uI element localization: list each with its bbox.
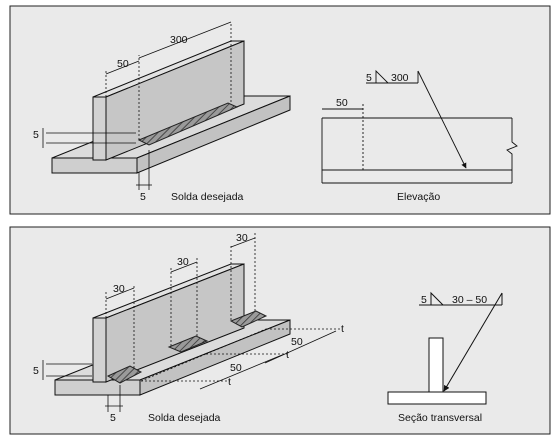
weld-segment-3 <box>229 310 268 328</box>
web-plate-side <box>105 40 245 161</box>
pitch-t2-label: t <box>286 349 289 361</box>
pitch-t1-label: t <box>341 323 344 335</box>
top-dimensions <box>42 21 232 190</box>
dim-length-label: 300 <box>170 34 188 46</box>
web-plate-front-b <box>92 317 107 383</box>
symbol-size-top: 5 <box>366 72 372 84</box>
weld-segment-1 <box>106 365 143 384</box>
section-web <box>428 337 444 393</box>
section-base <box>387 391 487 405</box>
caption-elevation: Elevação <box>397 191 440 203</box>
dim-seg2-label: 30 <box>177 256 189 268</box>
dim-seg1-label: 30 <box>113 283 125 295</box>
bottom-dimensions <box>42 232 342 412</box>
dim-size-left-label: 5 <box>33 129 39 141</box>
elevation-view <box>321 69 518 184</box>
caption-section: Seção transversal <box>398 412 482 424</box>
dim-pitch1-label: 50 <box>230 362 242 374</box>
symbol-length-top: 300 <box>391 72 409 84</box>
panel-bottom: 30 30 30 50 50 t t t 5 5 Solda desejada … <box>9 226 551 435</box>
base-plate-side <box>136 95 291 174</box>
dim-seg3-label: 30 <box>236 232 248 244</box>
weld-segment-2 <box>167 335 209 353</box>
dim-size-bottom-b: 5 <box>110 412 116 424</box>
pitch-t3-label: t <box>228 376 231 388</box>
dim-offset-label: 50 <box>117 58 129 70</box>
panel-top: 300 50 5 5 Solda desejada 5 300 50 Eleva… <box>9 5 551 215</box>
bottom-tjoint <box>54 263 291 396</box>
top-tjoint <box>51 40 291 174</box>
web-plate-side-b <box>105 263 245 383</box>
caption-desired-top: Solda desejada <box>171 191 244 203</box>
symbol-size-bottom: 5 <box>421 294 427 306</box>
cross-section-view <box>387 291 503 405</box>
web-plate-front <box>92 96 107 161</box>
dim-pitch2-label: 50 <box>291 336 303 348</box>
dim-size-bottom-label: 5 <box>140 191 146 203</box>
caption-desired-bottom: Solda desejada <box>148 412 221 424</box>
symbol-spec-bottom: 30 – 50 <box>452 294 487 306</box>
elev-dim-label: 50 <box>336 97 348 109</box>
fillet-weld-bead <box>137 102 239 146</box>
dim-size-left-b: 5 <box>33 365 39 377</box>
